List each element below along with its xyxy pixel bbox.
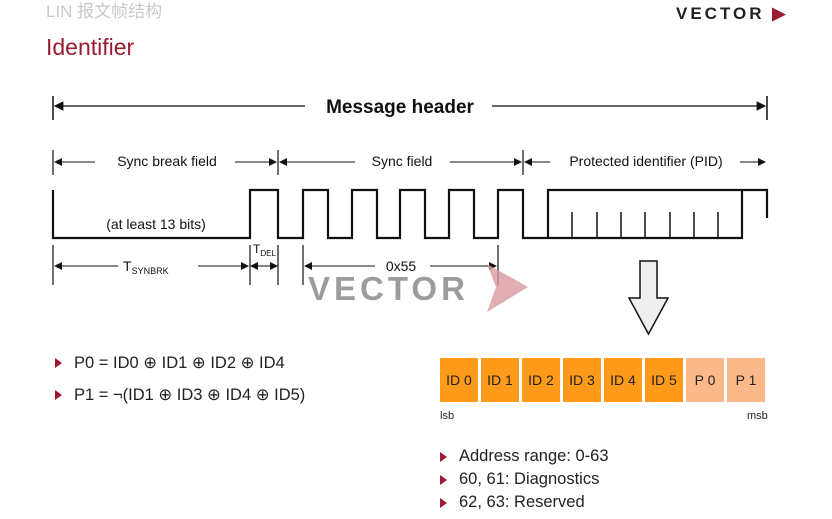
- vector-logo: VECTOR ▶: [676, 4, 788, 24]
- bullet-icon: [55, 358, 62, 368]
- bullet-icon: [440, 451, 447, 462]
- vector-watermark: VECTOR: [308, 270, 469, 307]
- pid-field-label: Protected identifier (PID): [569, 153, 722, 169]
- field-dimensions: Sync break field Sync field Protected id…: [52, 150, 766, 175]
- bit-p1: P 1: [726, 357, 766, 403]
- t-del-label: TDEL: [253, 242, 276, 258]
- pid-bit-ticks: [571, 212, 719, 238]
- watermark-chevron-icon: [487, 264, 528, 312]
- address-note-text: 62, 63: Reserved: [459, 493, 585, 511]
- bit-p0: P 0: [685, 357, 725, 403]
- sync-field-label: Sync field: [372, 153, 433, 169]
- logo-arrow-icon: ▶: [772, 4, 789, 23]
- hex-0x55-label: 0x55: [386, 258, 417, 274]
- address-note-text: 60, 61: Diagnostics: [459, 470, 600, 488]
- down-arrow-icon: [627, 260, 670, 336]
- slide-subtitle: LIN 报文帧结构: [46, 2, 163, 21]
- pid-bit-row: ID 0 ID 1 ID 2 ID 3 ID 4 ID 5 P 0 P 1: [439, 357, 767, 403]
- bit-id5: ID 5: [644, 357, 684, 403]
- bit-id2: ID 2: [521, 357, 561, 403]
- bit-id4: ID 4: [603, 357, 643, 403]
- formula-p1-text: P1 = ¬(ID1 ⊕ ID3 ⊕ ID4 ⊕ ID5): [74, 386, 306, 404]
- sync-break-label: Sync break field: [117, 153, 217, 169]
- formula-p0-text: P0 = ID0 ⊕ ID1 ⊕ ID2 ⊕ ID4: [74, 354, 285, 372]
- bit-id0: ID 0: [439, 357, 479, 403]
- address-note-item: 60, 61: Diagnostics: [440, 468, 609, 491]
- lower-dimensions: TSYNBRK TDEL 0x55: [52, 242, 499, 285]
- bit-id1: ID 1: [480, 357, 520, 403]
- logo-text: VECTOR: [676, 4, 765, 23]
- address-note-item: Address range: 0-63: [440, 445, 609, 468]
- signal-waveform: [51, 188, 769, 240]
- slide-title: Identifier: [46, 34, 135, 60]
- message-header-label: Message header: [326, 97, 474, 118]
- bullet-icon: [440, 497, 447, 508]
- message-header-dimension: Message header: [52, 96, 768, 120]
- address-note-item: 62, 63: Reserved: [440, 491, 609, 514]
- bit-id3: ID 3: [562, 357, 602, 403]
- bullet-icon: [55, 390, 62, 400]
- bullet-icon: [440, 474, 447, 485]
- lsb-label: lsb: [440, 410, 455, 422]
- parity-formulas: P0 = ID0 ⊕ ID1 ⊕ ID2 ⊕ ID4 P1 = ¬(ID1 ⊕ …: [55, 352, 305, 406]
- formula-p1: P1 = ¬(ID1 ⊕ ID3 ⊕ ID4 ⊕ ID5): [55, 384, 305, 406]
- at-least-13-bits-label: (at least 13 bits): [106, 216, 206, 232]
- formula-p0: P0 = ID0 ⊕ ID1 ⊕ ID2 ⊕ ID4: [55, 352, 305, 374]
- t-synbrk-label: TSYNBRK: [123, 258, 169, 276]
- address-notes: Address range: 0-63 60, 61: Diagnostics …: [440, 445, 609, 514]
- msb-label: msb: [747, 410, 768, 422]
- address-note-text: Address range: 0-63: [459, 447, 609, 465]
